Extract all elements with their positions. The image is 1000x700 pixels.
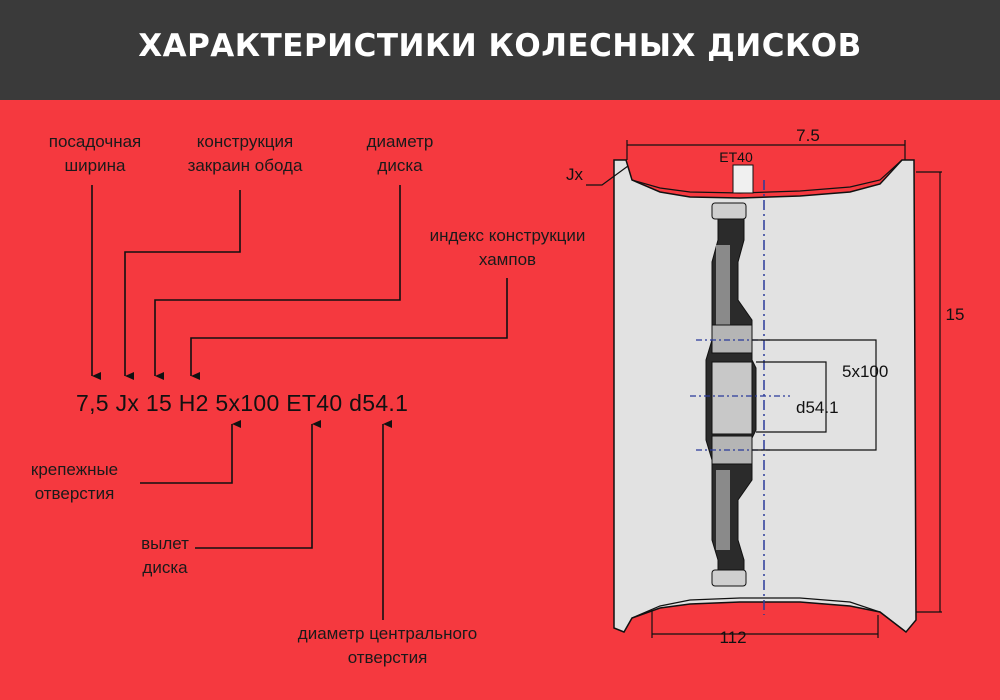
- wheel-spec-code: 7,5 Jx 15 H2 5x100 ET40 d54.1: [76, 390, 409, 416]
- dim-diameter: 15: [946, 305, 965, 324]
- arrow-hump: [190, 278, 508, 380]
- dim-et: ET40: [719, 149, 753, 165]
- arrow-flange: [124, 190, 241, 380]
- dim-pcd: 5x100: [842, 362, 888, 381]
- page-title: ХАРАКТЕРИСТИКИ КОЛЕСНЫХ ДИСКОВ: [138, 28, 862, 64]
- dim-flange-distance: 112: [719, 628, 746, 647]
- arrow-offset: [195, 420, 321, 549]
- arrow-diameter: [154, 185, 401, 380]
- dim-width: 7.5: [796, 126, 820, 145]
- dim-jx: Jx: [566, 165, 584, 184]
- arrow-bolt: [140, 420, 241, 484]
- header-bar: ХАРАКТЕРИСТИКИ КОЛЕСНЫХ ДИСКОВ: [0, 0, 1000, 100]
- dim-bore: d54.1: [796, 398, 839, 417]
